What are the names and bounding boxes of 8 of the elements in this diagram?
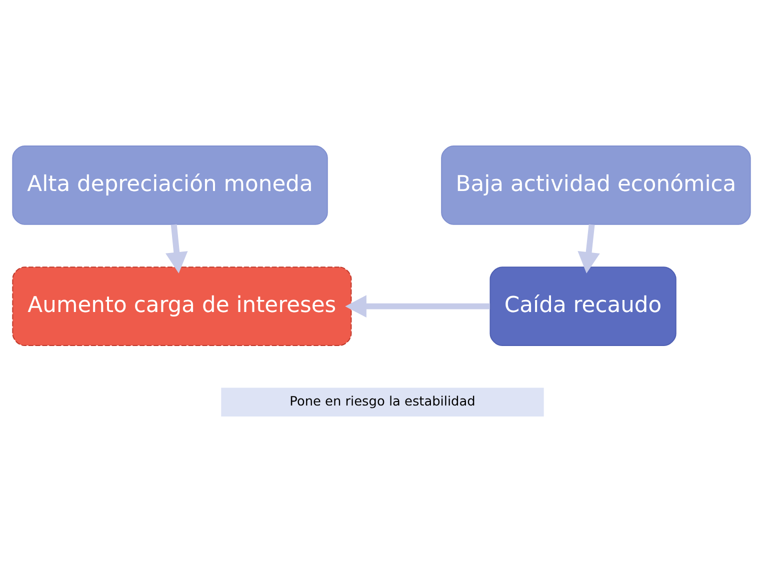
node-box: Caída recaudo xyxy=(490,266,676,346)
node-box: Pone en riesgo la estabilidad xyxy=(221,387,544,416)
arrow xyxy=(166,224,188,273)
arrow xyxy=(345,294,490,317)
arrow xyxy=(578,224,600,273)
node-box: Aumento carga de intereses xyxy=(12,266,352,346)
node-box: Baja actividad económica xyxy=(441,144,751,224)
node-box: Alta depreciación moneda xyxy=(12,144,328,224)
